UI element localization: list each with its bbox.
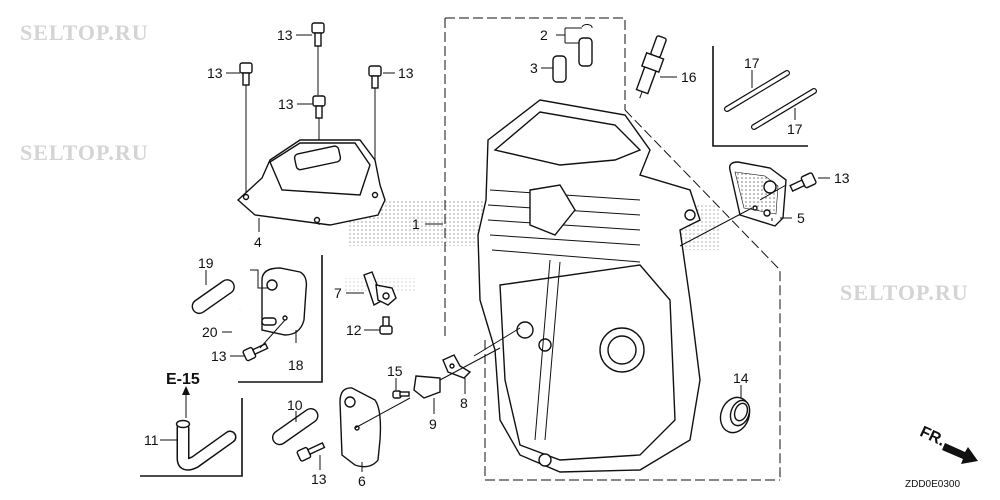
watermarks: SELTOP.RU SELTOP.RU SELTOP.RU <box>20 20 969 305</box>
breather-tube-elbow <box>175 419 237 471</box>
breather-parts <box>191 267 308 362</box>
callout-19: 19 <box>198 255 214 271</box>
callout-18: 18 <box>288 357 304 373</box>
group-box-studs <box>712 46 808 147</box>
callout-14: 14 <box>733 370 749 386</box>
callout-16: 16 <box>681 69 697 85</box>
watermark: SELTOP.RU <box>840 280 969 305</box>
callout-13: 13 <box>311 471 327 487</box>
callout-13: 13 <box>211 348 227 364</box>
valve-lifters <box>552 23 593 83</box>
flange-bolt <box>789 172 817 192</box>
callout-8: 8 <box>460 395 468 411</box>
callout-20: 20 <box>202 324 218 340</box>
callout-10: 10 <box>287 397 303 413</box>
callout-13: 13 <box>398 65 414 81</box>
callout-11: 11 <box>144 432 159 448</box>
cylinder-block <box>477 99 701 473</box>
head-cover <box>236 139 386 226</box>
callout-13: 13 <box>278 96 294 112</box>
callout-labels: 1 2 3 4 5 6 7 8 9 10 11 12 13 13 13 13 1… <box>144 27 850 489</box>
group-box-head-cover <box>238 255 323 383</box>
callout-17: 17 <box>744 55 760 71</box>
callout-1: 1 <box>412 216 420 232</box>
reference-arrow <box>182 386 190 418</box>
callout-2: 2 <box>540 27 548 43</box>
assembly-outline <box>444 17 781 481</box>
callout-13: 13 <box>834 170 850 186</box>
spark-plug <box>635 35 667 99</box>
callout-5: 5 <box>797 210 805 226</box>
reference-label[interactable]: E-15 <box>166 371 200 388</box>
front-direction-arrow <box>942 443 978 464</box>
callout-13: 13 <box>207 65 223 81</box>
watermark: SELTOP.RU <box>20 20 149 45</box>
callout-7: 7 <box>334 285 342 301</box>
callout-17: 17 <box>787 121 803 137</box>
direction-label: FR. <box>917 424 948 450</box>
small-parts <box>392 354 472 399</box>
group-box-breather <box>140 398 243 477</box>
watermark: SELTOP.RU <box>20 140 149 165</box>
callout-12: 12 <box>346 322 362 338</box>
bracket <box>363 271 397 335</box>
stud-bolts <box>724 70 817 130</box>
leader-lines <box>160 27 830 472</box>
callout-4: 4 <box>254 234 262 250</box>
gasket <box>728 161 787 227</box>
callout-3: 3 <box>530 60 538 76</box>
callout-6: 6 <box>358 473 366 489</box>
diagram-code: ZDD0E0300 <box>905 479 960 490</box>
callout-13: 13 <box>277 27 293 43</box>
callout-15: 15 <box>387 363 403 379</box>
breather-cover-group <box>271 387 382 468</box>
oil-seal <box>719 396 751 434</box>
callout-9: 9 <box>429 416 437 432</box>
